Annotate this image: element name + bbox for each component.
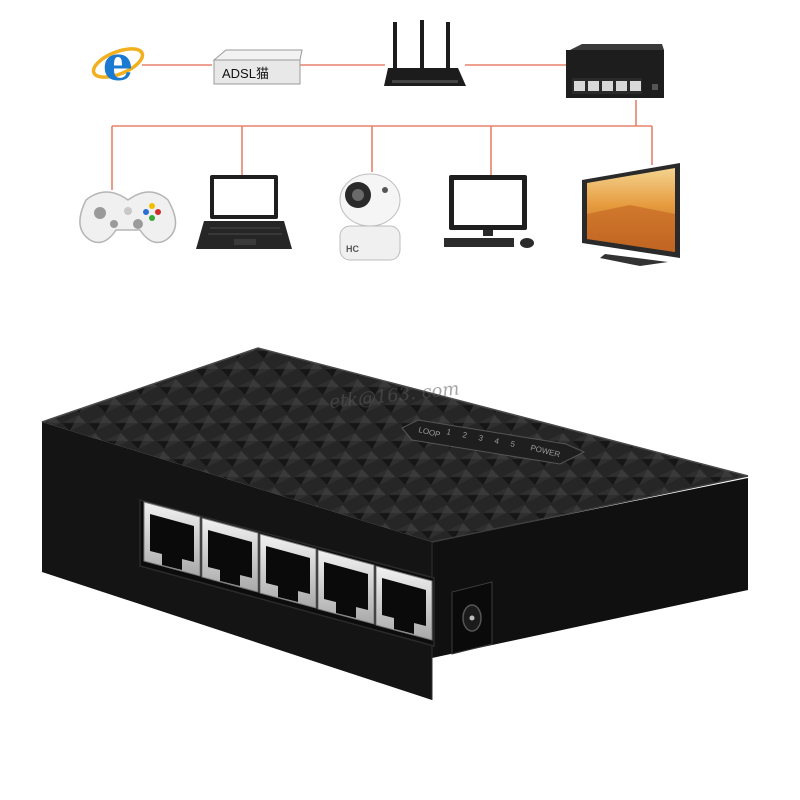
wireless-router — [384, 20, 466, 86]
connection-lines — [111, 64, 653, 190]
modem-label: ADSL猫 — [222, 66, 269, 81]
ethernet-port-5 — [375, 565, 433, 641]
dc-power-jack — [451, 581, 493, 655]
led-label-5: 5 — [510, 439, 517, 449]
ethernet-port-1 — [143, 501, 201, 577]
network-switch-small — [566, 44, 664, 98]
ethernet-ports — [143, 501, 433, 641]
ethernet-port-4 — [317, 549, 375, 625]
ethernet-port-3 — [259, 533, 317, 609]
laptop — [196, 175, 292, 249]
led-label-2: 2 — [462, 430, 469, 440]
svg-text:e: e — [103, 36, 134, 92]
desktop-computer — [444, 175, 534, 248]
main-network-switch: LOOP 1 2 3 4 5 POWER etk@163. com — [41, 347, 749, 700]
ethernet-port-2 — [201, 517, 259, 593]
led-label-1: 1 — [446, 427, 453, 437]
camera-logo: HC — [346, 244, 359, 254]
adsl-modem: ADSL猫 — [212, 49, 303, 85]
led-panel — [401, 419, 586, 465]
ip-camera: HC — [339, 173, 401, 261]
game-controller — [79, 191, 177, 244]
television — [582, 163, 680, 266]
led-label-3: 3 — [478, 433, 485, 443]
internet-explorer-icon: e — [91, 36, 145, 92]
led-label-4: 4 — [494, 436, 501, 446]
